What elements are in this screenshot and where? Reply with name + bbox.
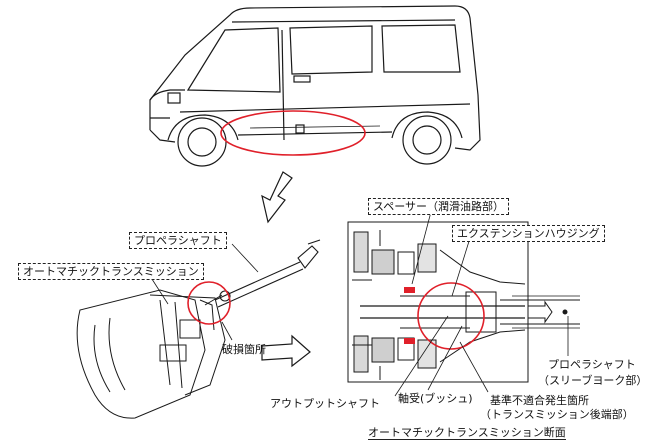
label-automatic-transmission: オートマチックトランスミッション — [18, 263, 204, 280]
van-illustration — [149, 5, 481, 167]
leader-propeller — [231, 243, 259, 273]
damage-highlight-circle — [187, 281, 231, 325]
arrow-right-icon — [261, 334, 311, 368]
label-propeller-shaft-sleeve-1: プロペラシャフト — [548, 358, 636, 371]
label-nonconformity-1: 基準不適合発生箇所 — [490, 394, 589, 407]
propeller-shaft-illustration — [214, 239, 321, 308]
leader-damage — [221, 321, 233, 341]
label-propeller-shaft-sleeve-2: （スリーブヨーク部） — [538, 374, 646, 387]
leader-transmission — [149, 275, 169, 305]
label-section-caption: オートマチックトランスミッション断面 — [368, 426, 566, 440]
nonconformity-highlight-circle — [417, 282, 485, 350]
section-leaders — [394, 207, 569, 397]
label-bearing-bush: 軸受(ブッシュ) — [398, 392, 473, 405]
label-nonconformity-2: （トランスミッション後端部） — [480, 408, 634, 421]
label-extension-housing: エクステンションハウジング — [452, 225, 605, 242]
cross-section-illustration — [347, 221, 580, 383]
transmission-illustration — [76, 289, 226, 419]
label-damage-location: 破損箇所 — [222, 343, 266, 356]
spacer-mark-upper — [404, 287, 415, 293]
label-propeller-shaft: プロペラシャフト — [129, 232, 227, 249]
spacer-mark-lower — [404, 338, 415, 344]
label-spacer: スペーサー（潤滑油路部） — [368, 198, 510, 215]
label-output-shaft: アウトプットシャフト — [270, 397, 380, 410]
van-highlight-ellipse — [220, 110, 366, 156]
arrow-down-left-icon — [261, 171, 293, 224]
